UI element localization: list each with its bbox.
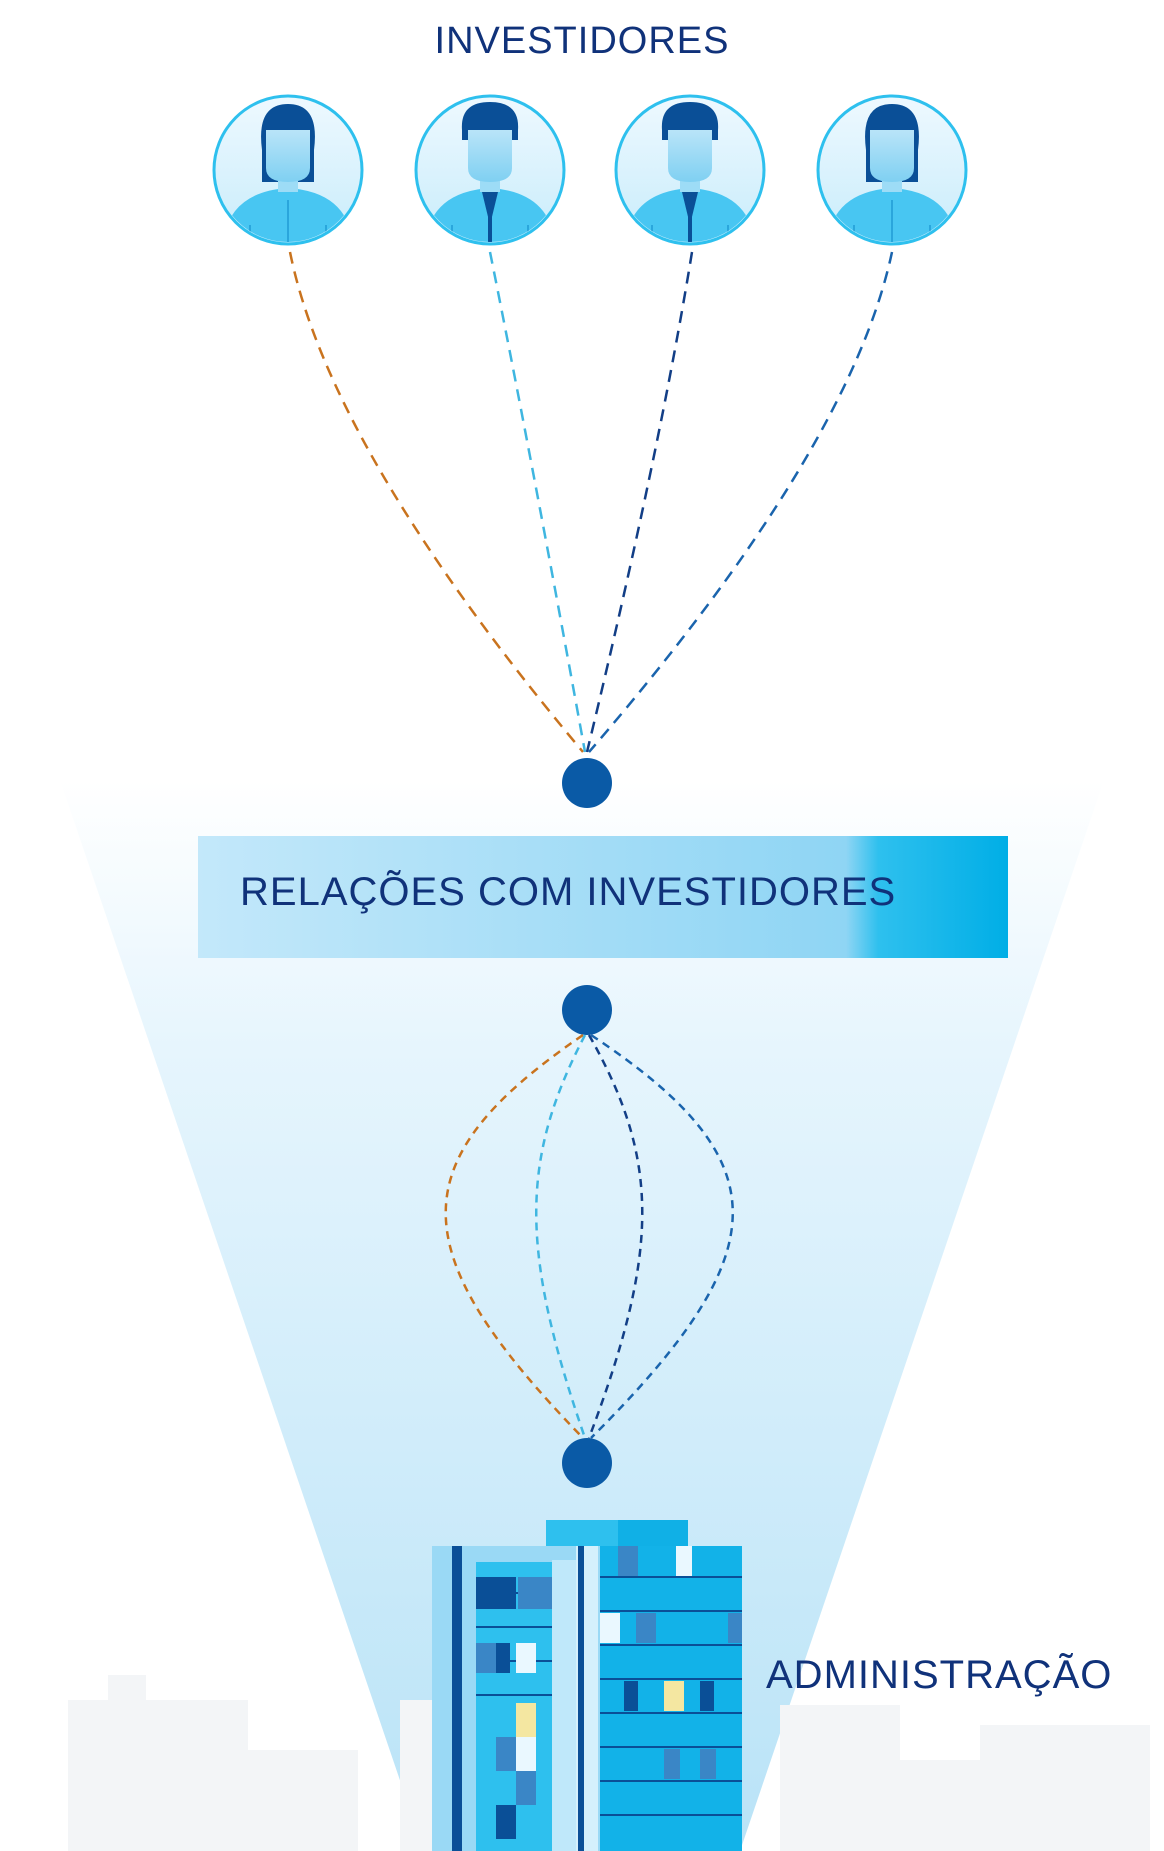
curve-light-blue	[535, 1034, 587, 1439]
line-investor-2	[488, 251, 587, 753]
administration-building	[432, 1520, 742, 1851]
line-investor-4	[588, 251, 894, 753]
line-investor-1	[288, 251, 584, 753]
female-investor-icon	[212, 94, 364, 246]
curve-mid-blue	[590, 1033, 734, 1439]
node-administration	[562, 1438, 612, 1488]
relations-banner	[198, 836, 1008, 958]
funnel-shape	[60, 780, 1104, 1851]
investors-title: INVESTIDORES	[434, 20, 730, 62]
administration-label: ADMINISTRAÇÃO	[766, 1653, 1113, 1697]
relations-connection-lines	[444, 1033, 734, 1439]
investor-avatars	[212, 94, 968, 246]
node-relations	[562, 985, 612, 1035]
male-investor-icon	[414, 94, 566, 246]
curve-navy	[587, 1034, 644, 1439]
female-investor-icon	[816, 94, 968, 246]
male-investor-icon	[614, 94, 766, 246]
node-investors	[562, 758, 612, 808]
investor-connection-lines	[288, 251, 894, 753]
investor-relations-label: RELAÇÕES COM INVESTIDORES	[240, 870, 897, 914]
line-investor-3	[585, 251, 694, 753]
